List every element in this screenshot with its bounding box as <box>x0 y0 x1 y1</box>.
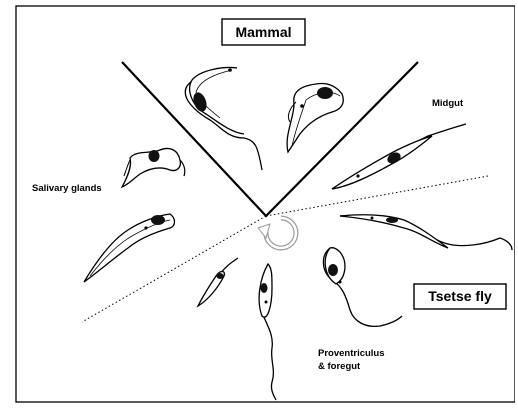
trypanosome-mammal-stumpy <box>185 68 262 171</box>
nucleus <box>386 217 398 223</box>
circular-arrow-icon <box>258 218 296 248</box>
diagram-border <box>16 6 515 402</box>
trypanosome-salivary-metacyclic <box>84 214 175 282</box>
nucleus <box>261 283 268 293</box>
trypanosome-mammal-slender <box>287 83 343 152</box>
tsetse-fly-label: Tsetse fly <box>428 288 492 304</box>
life-cycle-diagram: Mammal Tsetse fly Midgut Salivary glands… <box>15 5 515 403</box>
tsetse-boundary-left <box>82 216 266 322</box>
trypanosome-proventriculus-short <box>198 258 238 306</box>
trypanosome-mesocyclic <box>340 215 512 250</box>
nucleus <box>317 87 333 99</box>
proventriculus-label: Proventriculus <box>318 348 385 359</box>
trypanosome-proventriculus-long <box>259 264 276 400</box>
nucleus <box>217 273 224 279</box>
mammal-boundary-v <box>122 62 418 216</box>
nucleus <box>151 215 165 225</box>
nucleus <box>328 264 338 276</box>
mammal-label: Mammal <box>235 24 291 40</box>
foregut-label: & foregut <box>318 361 361 372</box>
nucleus <box>149 150 160 162</box>
trypanosome-midgut-procyclic <box>332 124 466 189</box>
trypanosome-salivary-epimastigote <box>122 148 185 187</box>
salivary-glands-label: Salivary glands <box>32 183 102 194</box>
midgut-label: Midgut <box>432 98 464 109</box>
trypanosome-proventriculus-epimastigote <box>323 248 402 327</box>
